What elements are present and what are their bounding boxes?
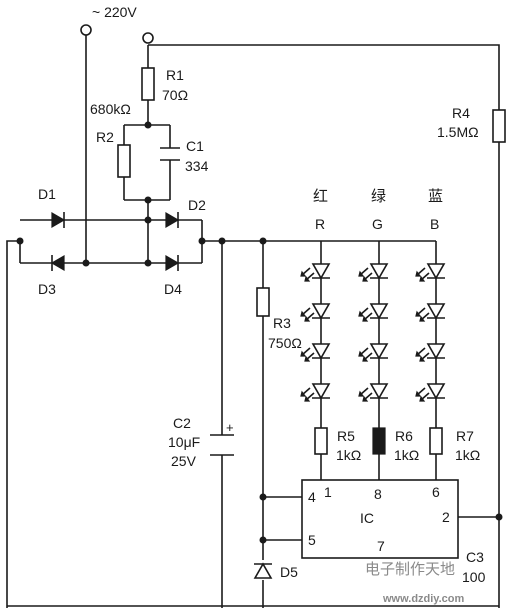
svg-text:100: 100 [462,569,486,585]
channel-blue-letter: B [430,216,439,232]
resistor-r1: R1 70Ω [141,67,188,103]
ic-body [301,479,459,559]
svg-text:C3: C3 [466,549,484,565]
svg-text:334: 334 [185,158,209,174]
channel-red-letter: R [315,216,325,232]
capacitor-c1: C1 334 [160,138,209,174]
svg-text:D4: D4 [164,281,182,297]
svg-text:D3: D3 [38,281,56,297]
svg-text:R2: R2 [96,129,114,145]
led-0-0 [300,263,331,282]
ic-label: IC [360,510,374,526]
led-2-0 [415,263,446,282]
resistor-r6: R6 1kΩ [372,427,419,463]
svg-text:1.5MΩ: 1.5MΩ [437,124,479,140]
capacitor-c3: C3 100 [462,549,486,585]
svg-text:+: + [226,420,234,435]
resistor-r2: 680kΩ R2 [90,101,131,178]
svg-text:25V: 25V [171,453,197,469]
channel-blue-cn: 蓝 [428,187,443,205]
ic-chip: IC 4 1 8 6 2 5 7 [301,479,459,559]
led-2-2 [415,343,446,362]
svg-text:R3: R3 [273,315,291,331]
watermark: 电子制作天地 www.dzdiy.com [365,560,465,605]
svg-text:1kΩ: 1kΩ [455,447,480,463]
diode-d5: D5 [253,562,298,580]
svg-text:750Ω: 750Ω [268,335,302,351]
diode-d1: D1 [38,186,66,229]
svg-text:1kΩ: 1kΩ [336,447,361,463]
svg-text:R1: R1 [166,67,184,83]
svg-text:1kΩ: 1kΩ [394,447,419,463]
svg-text:R6: R6 [395,428,413,444]
watermark-url: www.dzdiy.com [382,593,465,605]
ac-terminal-left [80,24,92,36]
led-strings [300,262,446,402]
svg-text:R7: R7 [456,428,474,444]
ic-pin-8: 8 [374,486,382,502]
led-0-3 [300,383,331,402]
svg-text:C2: C2 [173,415,191,431]
svg-text:D5: D5 [280,564,298,580]
led-1-0 [358,263,389,282]
channel-red-cn: 红 [313,187,328,205]
resistor-r7: R7 1kΩ [429,427,480,463]
svg-text:D2: D2 [188,197,206,213]
ic-pin-2: 2 [442,509,450,525]
ac-terminal-right [142,32,154,44]
resistor-r4: R4 1.5MΩ [437,105,506,143]
diode-d4: D4 [164,254,182,297]
led-1-3 [358,383,389,402]
led-1-1 [358,303,389,322]
led-1-2 [358,343,389,362]
ic-pin-6: 6 [432,484,440,500]
ic-pin-4: 4 [308,489,316,505]
svg-text:C1: C1 [186,138,204,154]
svg-text:D1: D1 [38,186,56,202]
junction-dots [16,121,503,544]
led-channel-labels: 红 R 绿 G 蓝 B [313,187,443,232]
channel-green-letter: G [372,216,383,232]
diode-d3: D3 [38,254,65,297]
ic-pin-7: 7 [377,538,385,554]
resistor-r5: R5 1kΩ [314,427,361,463]
ac-input: ~ 220V [80,4,154,44]
resistor-r3: R3 750Ω [256,287,302,351]
svg-text:R5: R5 [337,428,355,444]
svg-text:R4: R4 [452,105,470,121]
diode-d2: D2 [165,197,206,229]
svg-text:680kΩ: 680kΩ [90,101,131,117]
channel-green-cn: 绿 [371,187,386,205]
led-2-1 [415,303,446,322]
ic-pin-1: 1 [324,484,332,500]
watermark-text: 电子制作天地 [365,560,455,578]
svg-text:70Ω: 70Ω [162,87,188,103]
supply-label: ~ 220V [92,4,137,20]
capacitor-c2: + C2 10μF 25V [168,415,234,469]
ic-pin-5: 5 [308,532,316,548]
led-0-1 [300,303,331,322]
led-2-3 [415,383,446,402]
led-0-2 [300,343,331,362]
svg-text:10μF: 10μF [168,434,200,450]
